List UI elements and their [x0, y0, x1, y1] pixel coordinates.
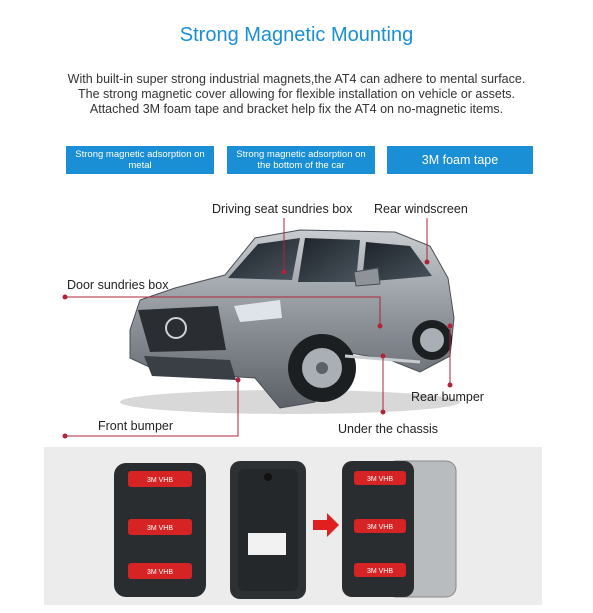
description-line-1: With built-in super strong industrial ma…	[67, 72, 526, 86]
tape-label: 3M VHB	[147, 569, 173, 576]
description-line-2: The strong magnetic cover allowing for f…	[77, 87, 516, 101]
label-front-bumper: Front bumper	[98, 419, 174, 433]
label-door-box: Door sundries box	[67, 278, 169, 292]
device-pair	[342, 460, 457, 598]
car-illustration	[62, 218, 460, 439]
device-tape-back	[114, 463, 206, 597]
tape-label: 3M VHB	[367, 568, 393, 575]
tab-foam-tape[interactable]: 3M foam tape	[387, 146, 533, 174]
arrow-icon	[313, 513, 339, 537]
tape-label: 3M VHB	[147, 525, 173, 532]
page-title: Strong Magnetic Mounting	[179, 24, 414, 46]
label-driving-seat-box: Driving seat sundries box	[212, 202, 353, 216]
device-images: 3M VHB 3M VHB 3M VHB 3M VHB 3M VHB 3M VHB	[114, 460, 457, 599]
label-rear-bumper: Rear bumper	[411, 390, 484, 404]
label-rear-windscreen: Rear windscreen	[374, 202, 468, 216]
device-strip: 3M VHB 3M VHB 3M VHB 3M VHB 3M VHB 3M VHB	[44, 447, 542, 605]
tab-metal-adsorption[interactable]: Strong magnetic adsorption on metal	[66, 146, 214, 174]
label-under-chassis: Under the chassis	[338, 422, 439, 436]
tape-label: 3M VHB	[367, 476, 393, 483]
device-front	[230, 461, 306, 599]
description-line-3: Attached 3M foam tape and bracket help f…	[89, 102, 504, 116]
tape-label: 3M VHB	[367, 524, 393, 531]
tape-label: 3M VHB	[147, 477, 173, 484]
description: With built-in super strong industrial ma…	[0, 72, 593, 117]
tab-car-bottom-adsorption[interactable]: Strong magnetic adsorption on the bottom…	[227, 146, 375, 174]
